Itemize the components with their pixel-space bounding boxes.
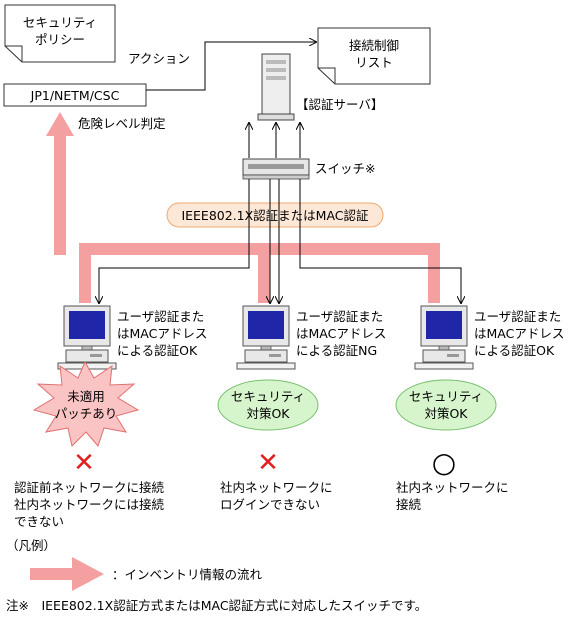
- jp1-netm-csc-box: JP1/NETM/CSC: [30, 88, 120, 103]
- cross-icon: ✕: [257, 448, 279, 478]
- auth-line: による認証OK: [474, 343, 555, 358]
- result-line: ログインできない: [220, 497, 321, 512]
- result-line: 社内ネットワークに: [396, 480, 509, 495]
- auth-line: はMACアドレス: [474, 326, 565, 341]
- unpatched-burst: 未適用 パッチあり: [36, 388, 136, 422]
- result-line: できない: [14, 514, 65, 529]
- result-line: 接続: [396, 497, 422, 512]
- client-2-result-text: 社内ネットワークに ログインできない: [220, 479, 333, 513]
- result-line: 認証前ネットワークに接続: [14, 480, 165, 495]
- auth-line: はMACアドレス: [117, 326, 208, 341]
- auth-line: ユーザ認証また: [296, 309, 384, 324]
- action-label: アクション: [128, 51, 190, 66]
- badge-line: 対策OK: [246, 406, 290, 421]
- auth-line: による認証NG: [296, 343, 378, 358]
- legend-heading: （凡例）: [6, 538, 57, 553]
- action-arrow: [146, 42, 316, 91]
- policy-document-shape: [4, 4, 116, 63]
- auth-line: はMACアドレス: [296, 326, 387, 341]
- badge-line: セキュリティ: [408, 389, 484, 404]
- switch-label: スイッチ※: [315, 161, 376, 176]
- client-1-auth-text: ユーザ認証また はMACアドレス による認証OK: [117, 308, 207, 359]
- client-pc-icon-3: [414, 305, 474, 370]
- security-ok-ellipse-text-2: セキュリティ 対策OK: [218, 388, 318, 422]
- security-ok-ellipse-2: [217, 379, 319, 431]
- patch-burst-shape: [32, 360, 140, 447]
- auth-server-icon: [257, 53, 295, 121]
- legend-arrow-shape: [30, 557, 104, 591]
- client-3-auth-text: ユーザ認証また はMACアドレス による認証OK: [474, 308, 564, 359]
- badge-line: 未適用: [67, 389, 105, 404]
- badge-line: パッチあり: [54, 406, 118, 421]
- jp1-box-shape: [3, 83, 147, 107]
- acl-line-1: 接続制御: [348, 38, 399, 53]
- inventory-flow-path: [46, 112, 440, 303]
- auth-line: ユーザ認証また: [474, 309, 562, 324]
- client-2-auth-text: ユーザ認証また はMACアドレス による認証NG: [296, 308, 386, 359]
- result-line: 社内ネットワークに: [220, 480, 333, 495]
- acl-document-shape: [317, 27, 431, 85]
- acl-document: 接続制御 リスト: [318, 37, 430, 71]
- client-1-result-text: 認証前ネットワークに接続 社内ネットワークには接続 できない: [14, 479, 164, 530]
- result-line: 社内ネットワークには接続: [14, 497, 165, 512]
- acl-line-2: リスト: [355, 55, 393, 70]
- policy-line-1: セキュリティ: [22, 15, 98, 30]
- auth-line: ユーザ認証また: [117, 309, 205, 324]
- policy-line-2: ポリシー: [34, 32, 85, 47]
- badge-line: 対策OK: [424, 406, 468, 421]
- legend-arrow-text: ：インベントリ情報の流れ: [112, 567, 263, 582]
- security-ok-ellipse-3: [395, 379, 497, 431]
- auth-line: による認証OK: [117, 343, 198, 358]
- protocol-pill: IEEE802.1X認証またはMAC認証: [181, 208, 369, 223]
- switch-icon: [242, 158, 310, 180]
- cross-icon: ✕: [73, 448, 95, 478]
- auth-server-label: 【認証サーバ】: [296, 97, 384, 112]
- policy-document: セキュリティ ポリシー: [5, 14, 115, 48]
- protocol-pill-shape: [166, 202, 384, 228]
- client-pc-icon-1: [57, 305, 117, 370]
- security-ok-ellipse-text-3: セキュリティ 対策OK: [396, 388, 496, 422]
- client-3-result-text: 社内ネットワークに 接続: [396, 479, 509, 513]
- footnote: 注※ IEEE802.1X認証方式またはMAC認証方式に対応したスイッチです。: [6, 598, 428, 613]
- client-pc-icon-2: [236, 305, 296, 370]
- circle-ok-icon: ○: [431, 446, 457, 479]
- risk-level-label: 危険レベル判定: [78, 116, 166, 131]
- badge-line: セキュリティ: [230, 389, 306, 404]
